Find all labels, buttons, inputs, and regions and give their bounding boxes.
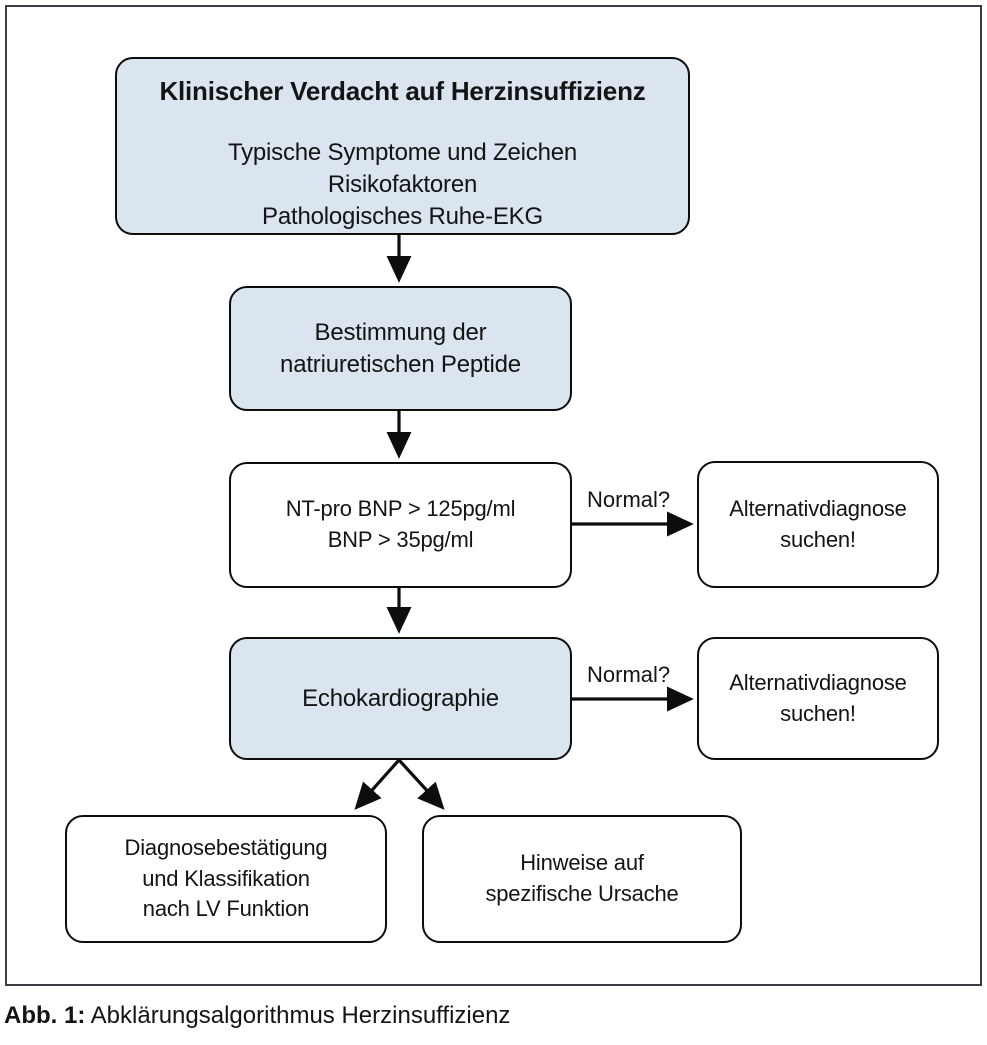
- node-alternative-diagnosis-2-line-2: suchen!: [780, 700, 856, 726]
- node-alternative-diagnosis-1-line-1: Alternativdiagnose: [729, 495, 907, 521]
- node-diagnosis-confirmation-line-1: Diagnosebestätigung: [124, 834, 328, 860]
- node-clinical-suspicion[interactable]: Klinischer Verdacht auf Herzinsuffizienz…: [115, 57, 690, 235]
- node-bnp-thresholds-line-2: BNP > 35pg/ml: [327, 527, 474, 552]
- node-alternative-diagnosis-2-line-1: Alternativdiagnose: [729, 669, 907, 695]
- node-diagnosis-confirmation-line-2: und Klassifikation: [142, 865, 310, 891]
- figure-caption-label: Abb. 1:: [4, 1002, 86, 1029]
- node-specific-cause[interactable]: Hinweise auf spezifische Ursache: [422, 815, 742, 943]
- node-specific-cause-line-1: Hinweise auf: [520, 850, 644, 876]
- edge-label-normal-1: Normal?: [587, 487, 671, 512]
- node-natriuretic-peptides-line-1: Bestimmung der: [314, 318, 487, 346]
- node-diagnosis-confirmation-line-3: nach LV Funktion: [142, 896, 310, 922]
- node-clinical-suspicion-title: Klinischer Verdacht auf Herzinsuffizienz: [159, 76, 646, 106]
- node-echocardiography[interactable]: Echokardiographie: [229, 637, 572, 760]
- flowchart: Klinischer Verdacht auf Herzinsuffizienz…: [7, 7, 987, 997]
- figure-caption: Abb. 1: Abklärungsalgorithmus Herzinsuff…: [4, 1002, 510, 1031]
- node-alternative-diagnosis-2[interactable]: Alternativdiagnose suchen!: [697, 637, 939, 760]
- node-diagnosis-confirmation[interactable]: Diagnosebestätigung und Klassifikation n…: [65, 815, 387, 943]
- node-alternative-diagnosis-1[interactable]: Alternativdiagnose suchen!: [697, 461, 939, 588]
- node-natriuretic-peptides-line-2: natriuretischen Peptide: [280, 350, 521, 378]
- node-bnp-thresholds-line-1: NT-pro BNP > 125pg/ml: [285, 496, 516, 522]
- node-alternative-diagnosis-1-line-2: suchen!: [780, 526, 856, 552]
- node-echocardiography-line-1: Echokardiographie: [302, 684, 499, 712]
- node-specific-cause-line-2: spezifische Ursache: [485, 881, 679, 906]
- figure-frame: Klinischer Verdacht auf Herzinsuffizienz…: [5, 5, 982, 986]
- node-clinical-suspicion-line-3: Pathologisches Ruhe-EKG: [262, 202, 543, 230]
- node-natriuretic-peptides[interactable]: Bestimmung der natriuretischen Peptide: [229, 286, 572, 411]
- node-clinical-suspicion-line-1: Typische Symptome und Zeichen: [227, 138, 578, 166]
- node-bnp-thresholds[interactable]: NT-pro BNP > 125pg/ml BNP > 35pg/ml: [229, 462, 572, 588]
- figure-caption-text: Abklärungsalgorithmus Herzinsuffizienz: [90, 1002, 511, 1029]
- node-clinical-suspicion-line-2: Risikofaktoren: [327, 170, 478, 198]
- edge-label-normal-2: Normal?: [587, 662, 671, 687]
